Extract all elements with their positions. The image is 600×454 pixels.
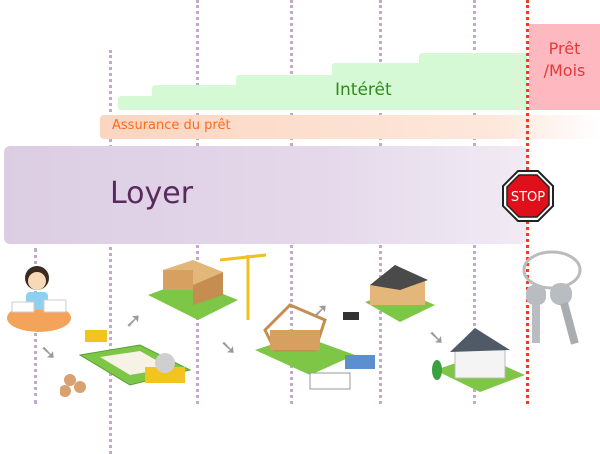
assurance-label: Assurance du prêt [112,118,231,133]
assurance-bar: Assurance du prêt [100,115,600,139]
loyer-label: Loyer [110,176,194,211]
stop-sign-icon: STOP [502,170,554,222]
loyer-bar: Loyer [4,146,527,244]
mois-label: /Mois [543,61,586,80]
arrow-icon: ➘ [40,340,57,364]
white-house-icon [432,328,525,392]
roof-frame-icon [255,303,375,390]
house-frame-crane-icon [148,253,267,320]
arrow-icon: ➚ [125,308,142,332]
stop-text: STOP [511,190,545,205]
timeline-divider [109,50,112,454]
arrow-icon: ➚ [312,298,329,322]
interet-label: Intérêt [335,80,392,100]
finished-house-icon [343,265,435,322]
keys-icon [522,250,582,345]
land-and-machines-icon [60,330,192,397]
arrow-icon: ➘ [428,325,445,349]
pret-label: Prêt [548,39,581,58]
person-at-desk-icon [7,266,71,332]
pret-mois-box: Prêt/Mois [529,24,600,110]
arrow-icon: ➘ [220,335,237,359]
